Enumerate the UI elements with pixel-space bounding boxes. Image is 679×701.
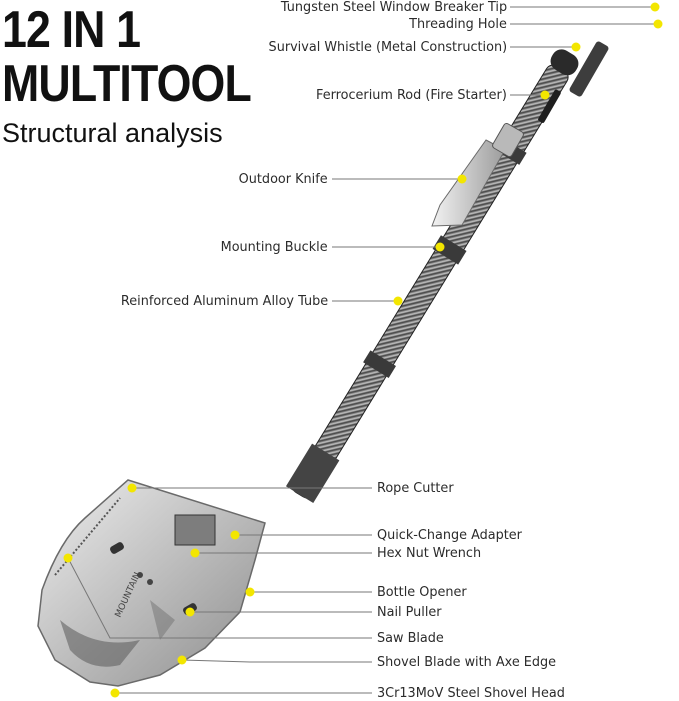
label-saw-blade: Saw Blade — [377, 630, 444, 646]
whistle — [569, 41, 609, 97]
marker-ferro-rod — [540, 90, 550, 100]
marker-knife — [457, 174, 467, 184]
handle-tube — [285, 49, 579, 503]
outdoor-knife — [431, 122, 524, 227]
marker-threading-hole — [653, 19, 663, 29]
marker-nail-puller — [185, 607, 195, 617]
label-threading-hole: Threading Hole — [409, 16, 507, 32]
marker-saw-blade — [63, 553, 73, 563]
marker-quick-change — [230, 530, 240, 540]
label-outdoor-knife: Outdoor Knife — [239, 171, 328, 187]
label-rope-cutter: Rope Cutter — [377, 480, 454, 496]
headline-line-2: MULTITOOL — [2, 55, 252, 113]
marker-window-breaker — [650, 2, 660, 12]
label-quick-change-adapter: Quick-Change Adapter — [377, 527, 522, 543]
marker-mounting-buckle — [435, 242, 445, 252]
label-hex-nut-wrench: Hex Nut Wrench — [377, 545, 482, 561]
marker-bottle-opener — [245, 587, 255, 597]
label-shovel-blade-axe-edge: Shovel Blade with Axe Edge — [377, 654, 557, 670]
label-survival-whistle: Survival Whistle (Metal Construction) — [268, 39, 507, 55]
leader-lines — [67, 6, 658, 694]
label-aluminum-tube: Reinforced Aluminum Alloy Tube — [120, 293, 328, 309]
label-steel-shovel-head: 3Cr13MoV Steel Shovel Head — [377, 685, 565, 701]
ferro-rod — [538, 89, 561, 123]
label-mounting-buckle: Mounting Buckle — [221, 239, 328, 255]
marker-whistle — [571, 42, 581, 52]
subtitle: Structural analysis — [2, 118, 223, 148]
shovel-head: MOUNTAIN — [37, 479, 266, 687]
label-bottle-opener: Bottle Opener — [377, 584, 467, 600]
marker-shovel-head — [110, 688, 120, 698]
marker-alloy-tube — [393, 296, 403, 306]
label-nail-puller: Nail Puller — [377, 604, 442, 620]
marker-rope-cutter — [127, 483, 137, 493]
part-markers — [63, 2, 663, 698]
label-window-breaker-tip: Tungsten Steel Window Breaker Tip — [280, 0, 507, 15]
marker-hex-wrench — [190, 548, 200, 558]
marker-axe-edge — [177, 655, 187, 665]
headline-line-1: 12 IN 1 — [2, 1, 141, 59]
label-ferrocerium-rod: Ferrocerium Rod (Fire Starter) — [316, 87, 507, 103]
